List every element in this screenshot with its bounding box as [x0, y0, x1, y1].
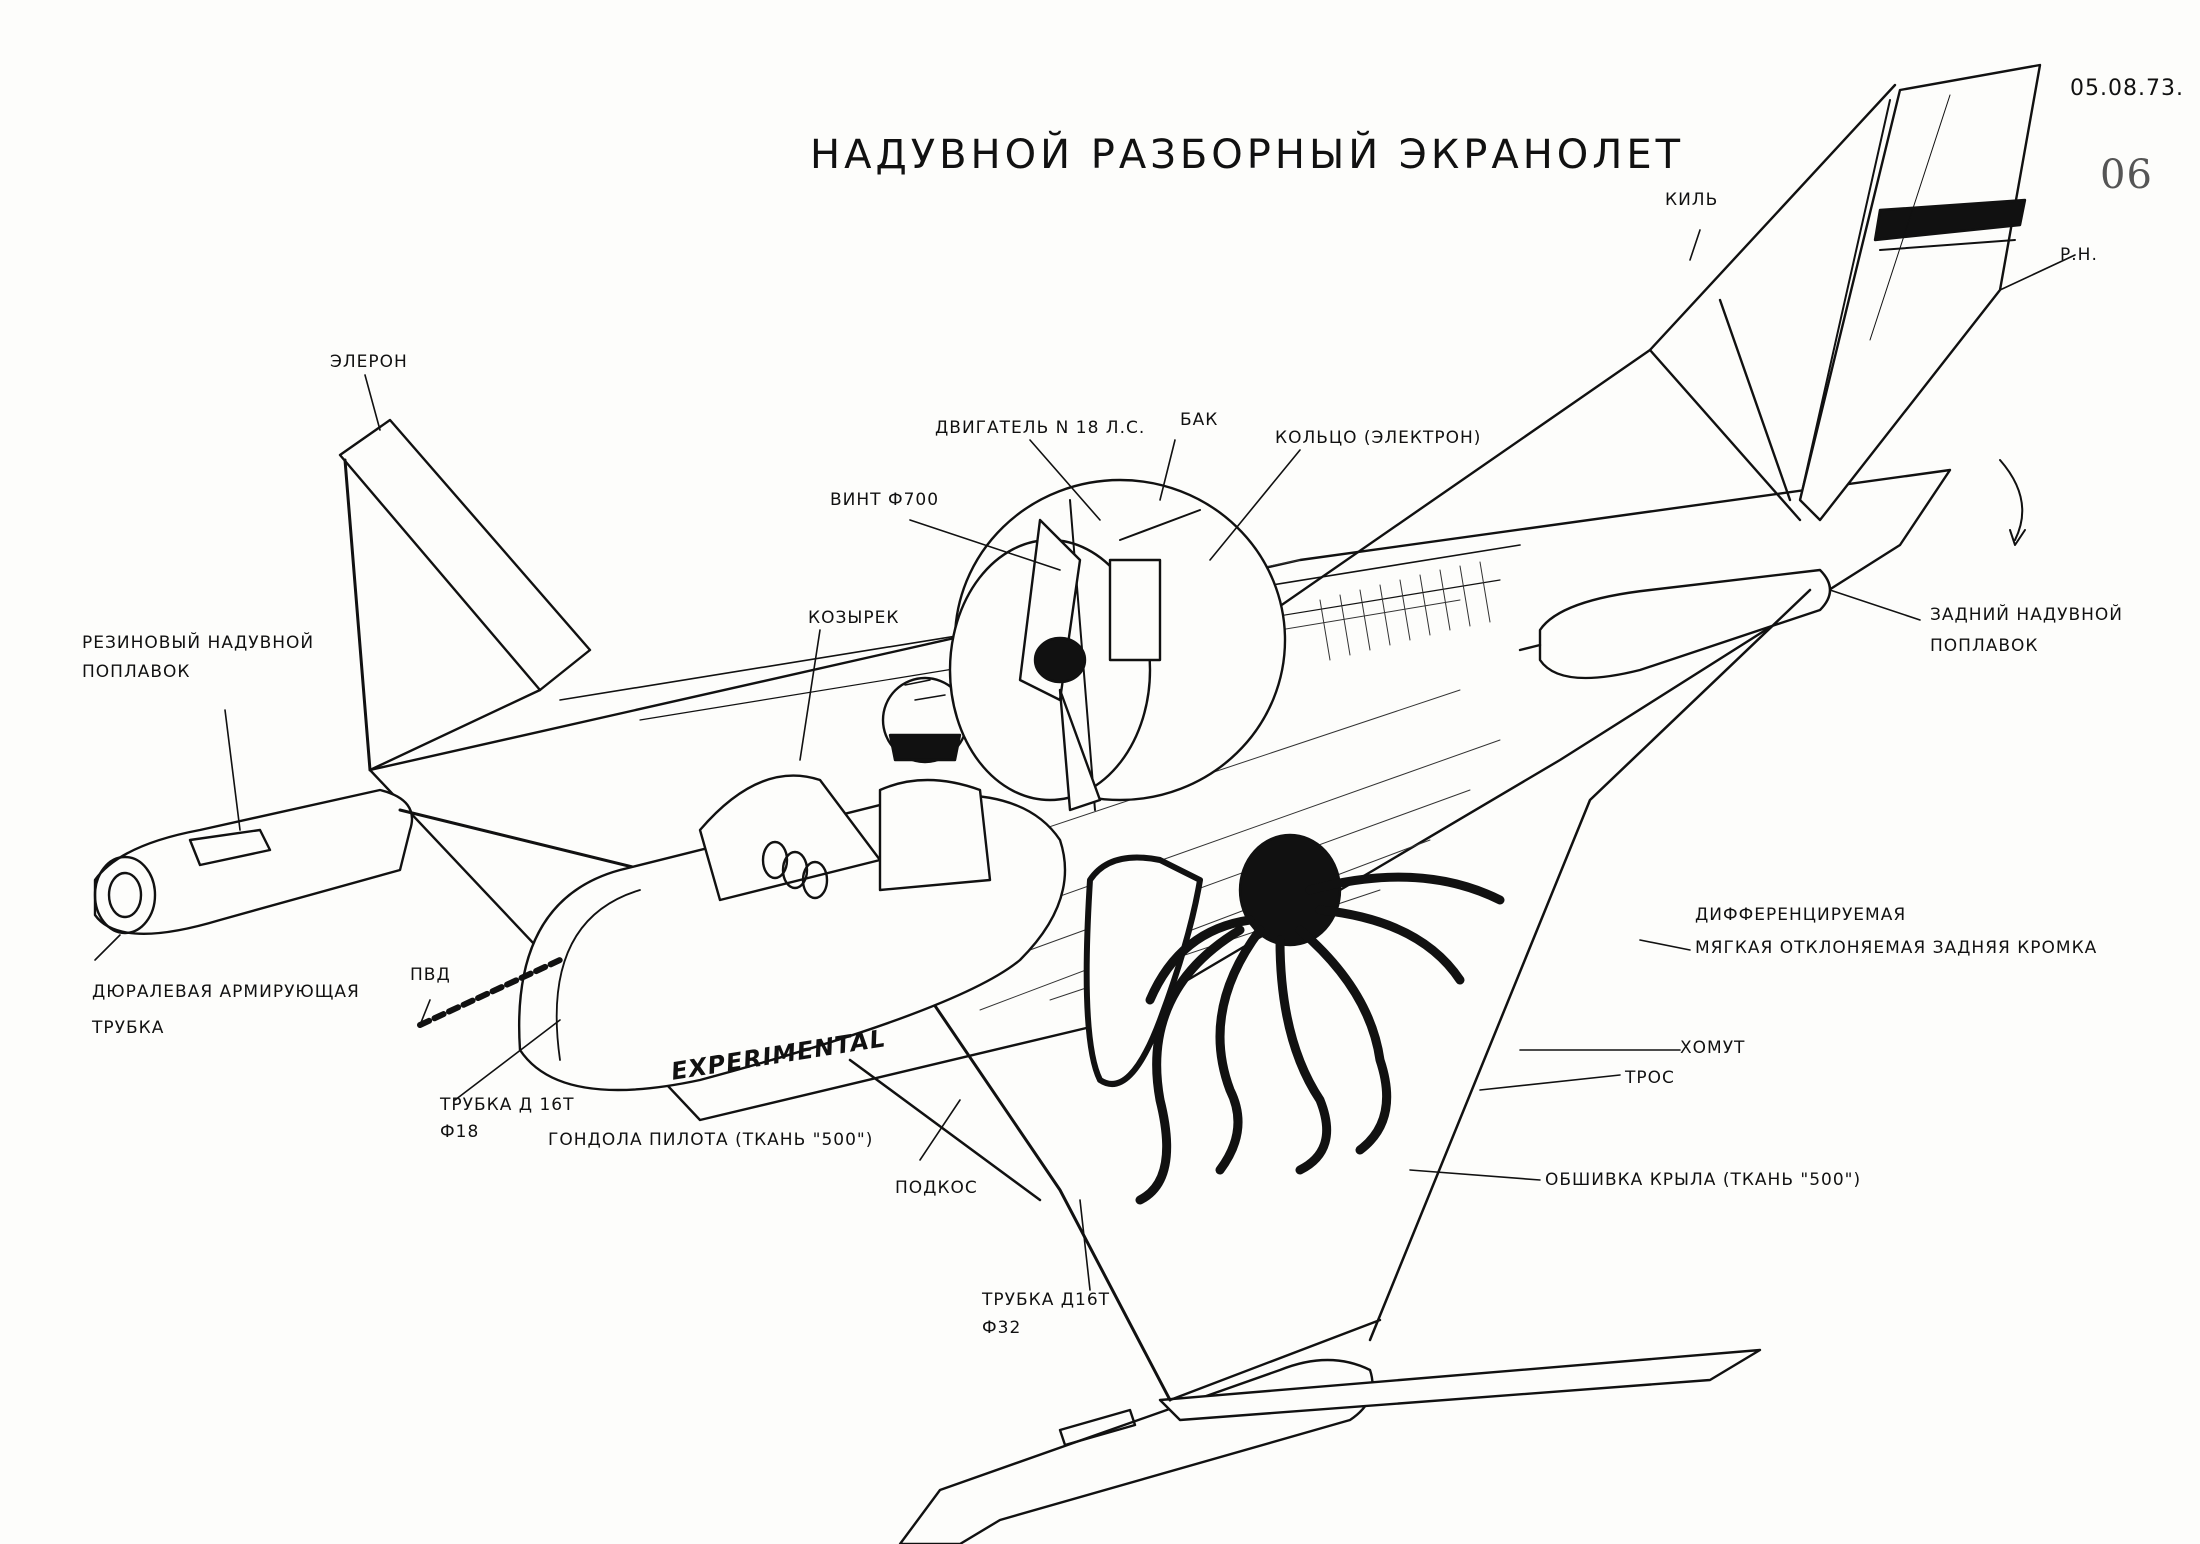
drawing-date: 05.08.73. [2070, 76, 2184, 101]
label-rubber-float-line1: РЕЗИНОВЫЙ НАДУВНОЙ [82, 633, 315, 653]
fin-struts [1258, 83, 1897, 622]
label-propeller: ВИНТ Ф700 [830, 490, 940, 510]
label-ring: КОЛЬЦО (ЭЛЕКТРОН) [1275, 428, 1482, 448]
label-rear-float-line2: ПОПЛАВОК [1930, 636, 2039, 656]
label-wing-skin: ОБШИВКА КРЫЛА (ТКАНЬ "500") [1545, 1170, 1862, 1190]
diagram-title: НАДУВНОЙ РАЗБОРНЫЙ ЭКРАНОЛЕТ [810, 132, 1685, 178]
leader-lines [94, 229, 2076, 1291]
pilot-gondola [518, 676, 1067, 1092]
label-gondola: ГОНДОЛА ПИЛОТА (ТКАНЬ "500") [548, 1130, 874, 1150]
label-engine: ДВИГАТЕЛЬ N 18 Л.С. [935, 418, 1146, 438]
label-aileron: ЭЛЕРОН [330, 352, 408, 372]
label-tube32-line1: ТРУБКА Д16Т [982, 1290, 1111, 1310]
ducted-fan [948, 478, 1287, 812]
octopus-emblem [1083, 833, 1505, 1205]
label-duralumin-tube-line2: ТРУБКА [92, 1018, 165, 1038]
label-tube18-line1: ТРУБКА Д 16Т [440, 1095, 575, 1115]
label-rudder: Р.Н. [2060, 245, 2098, 265]
page-number: 06 [2100, 152, 2153, 198]
bottom-float [898, 1348, 1762, 1544]
label-duralumin-tube-line1: ДЮРАЛЕВАЯ АРМИРУЮЩАЯ [92, 982, 360, 1002]
label-pitot: ПВД [410, 965, 451, 985]
pitot-tube [417, 957, 563, 1028]
label-fin: КИЛЬ [1665, 190, 1719, 210]
label-visor: КОЗЫРЕК [808, 608, 900, 628]
label-fuel-tank: БАК [1180, 410, 1219, 430]
label-cable: ТРОС [1625, 1068, 1675, 1088]
label-strut: ПОДКОС [895, 1178, 978, 1198]
label-flap-line2: МЯГКАЯ ОТКЛОНЯЕМАЯ ЗАДНЯЯ КРОМКА [1695, 938, 2098, 958]
label-tube18-line2: Ф18 [440, 1122, 480, 1142]
label-rear-float-line1: ЗАДНИЙ НАДУВНОЙ [1930, 605, 2124, 625]
label-flap-line1: ДИФФЕРЕНЦИРУЕМАЯ [1695, 905, 1907, 925]
left-float [93, 788, 414, 935]
label-clamp: ХОМУТ [1680, 1038, 1746, 1058]
label-tube32-line2: Ф32 [982, 1318, 1022, 1338]
left-aileron [338, 418, 592, 772]
rotation-arrow-icon [1999, 459, 2026, 546]
vertical-fin [1798, 63, 2042, 522]
label-rubber-float-line2: ПОПЛАВОК [82, 662, 191, 682]
